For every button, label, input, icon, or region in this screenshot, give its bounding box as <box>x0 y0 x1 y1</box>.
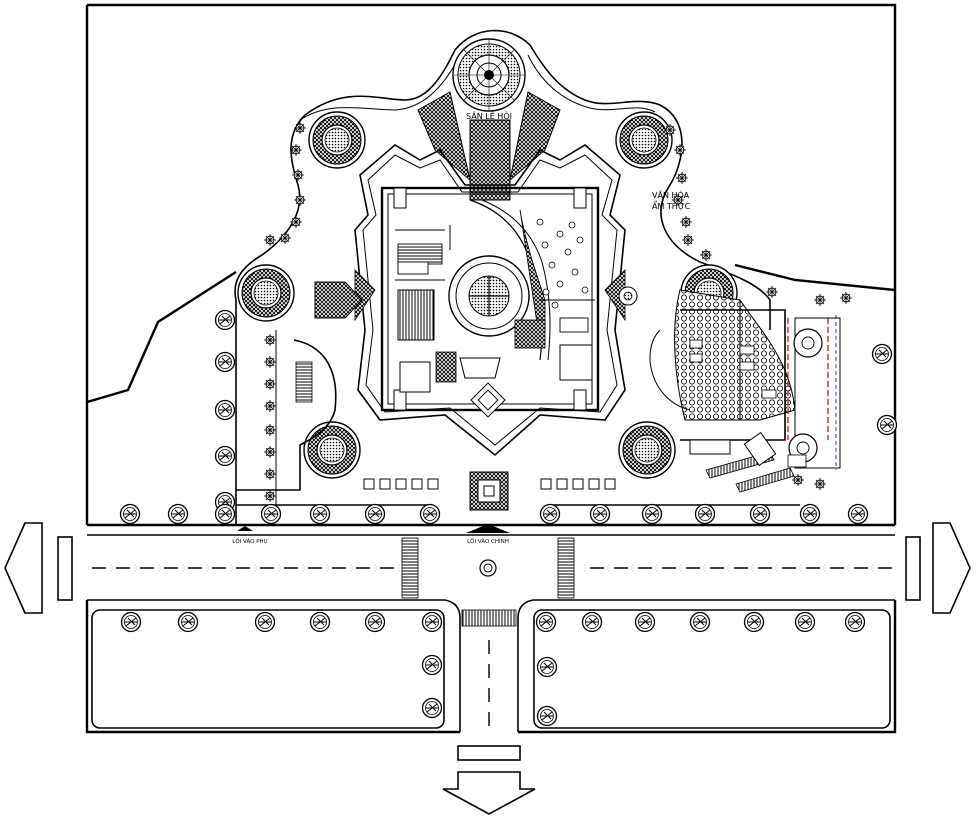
main-road: LỐI VÀO PHỤ LỐI VÀO CHÍNH <box>87 523 895 601</box>
food-culture-label-line2: ẨM THỰC <box>652 199 691 211</box>
round-planter <box>303 421 361 479</box>
round-planter <box>237 264 295 322</box>
west-road-arrow-icon <box>4 522 73 614</box>
east-feature <box>618 286 638 306</box>
south-road <box>444 599 534 761</box>
central-building <box>380 186 600 418</box>
east-road-arrow-icon <box>905 522 971 614</box>
round-planter <box>308 111 366 169</box>
festival-yard-label: SÂN LỄ HỘI <box>466 109 512 121</box>
courtyard-dots <box>536 218 589 309</box>
site-boundary <box>85 3 897 525</box>
main-entrance-label: LỐI VÀO CHÍNH <box>467 537 509 545</box>
fortress-moat <box>354 144 626 457</box>
festival-yard: SÂN LỄ HỘI <box>417 38 561 201</box>
food-culture-label-line1: VĂN HÓA <box>652 189 690 200</box>
lower-parcels <box>85 600 897 734</box>
side-entrance-label: LỐI VÀO PHỤ <box>232 537 267 545</box>
round-planter <box>618 421 676 479</box>
south-road-arrow-icon <box>442 771 536 815</box>
west-pergola <box>314 281 363 319</box>
round-planter <box>615 111 673 169</box>
west-walkway <box>236 330 337 505</box>
food-culture-area: VĂN HÓA ẨM THỰC <box>649 189 841 493</box>
